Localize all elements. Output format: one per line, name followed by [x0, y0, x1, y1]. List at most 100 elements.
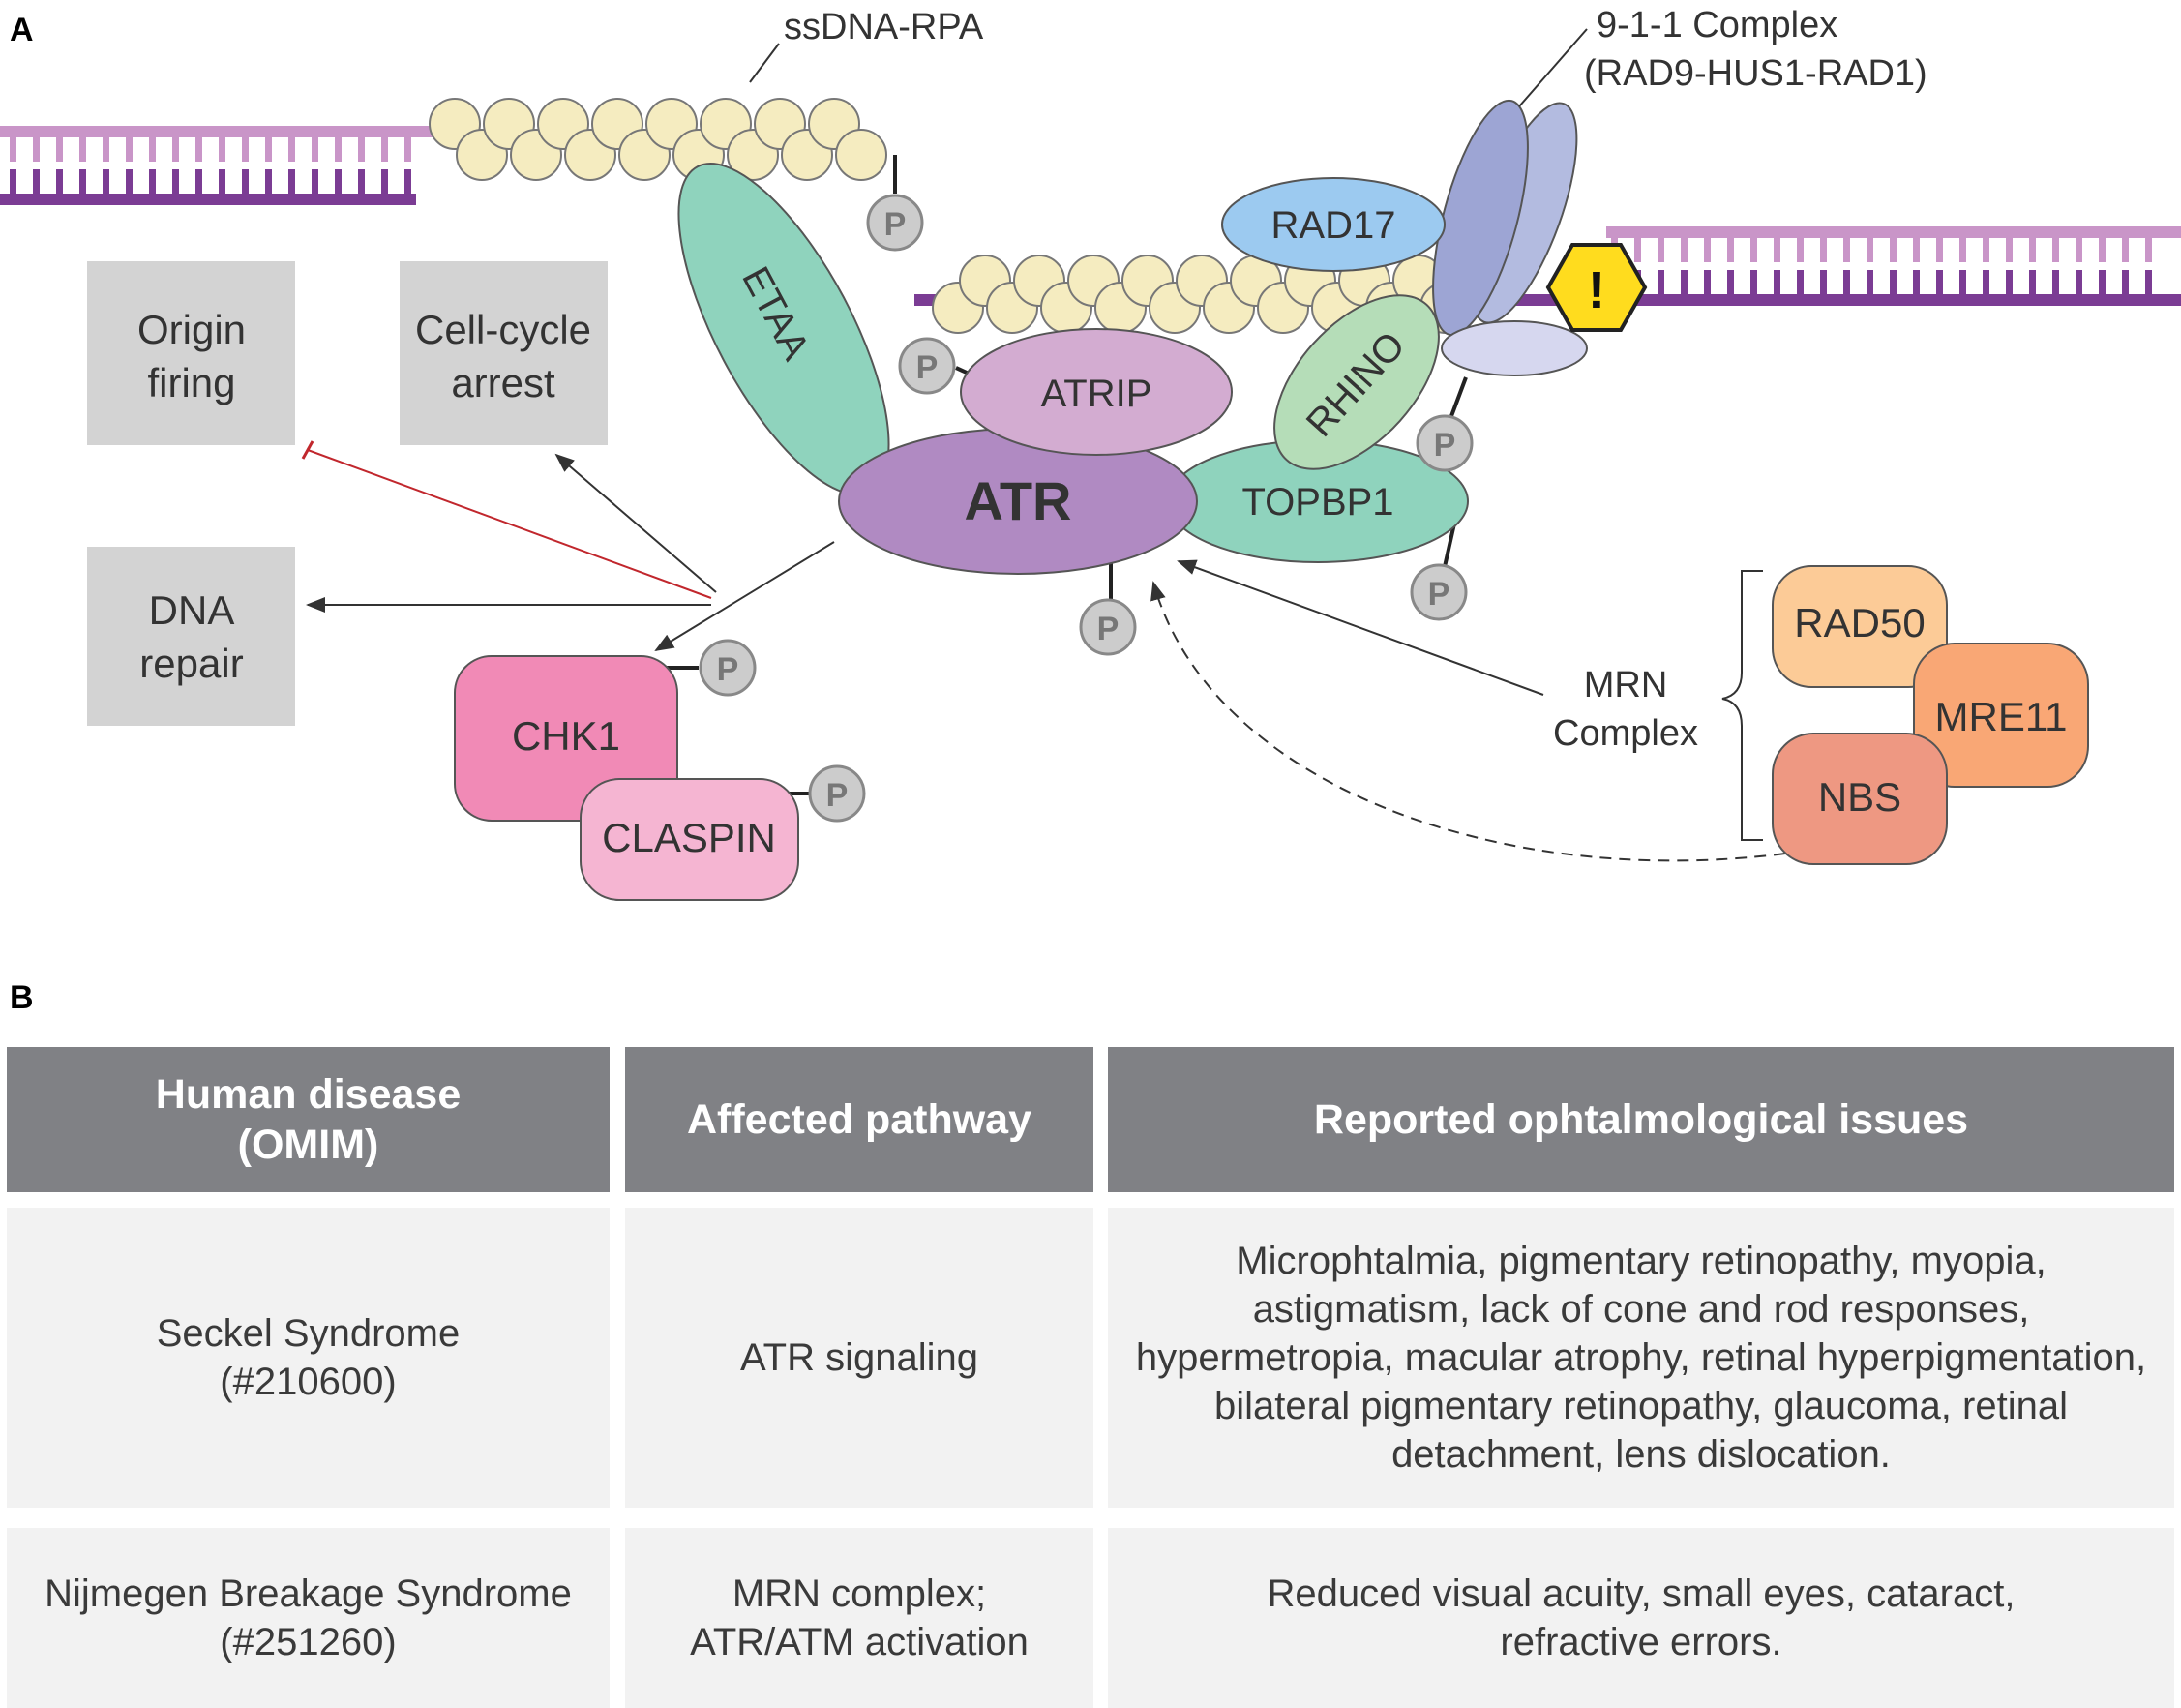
- mrn-label-line1: MRN: [1584, 665, 1668, 705]
- dna-base-pair: [1681, 238, 1688, 262]
- dna-base-pair: [10, 137, 16, 162]
- svg-text:firing: firing: [147, 360, 235, 405]
- svg-text:DNA: DNA: [149, 587, 235, 633]
- svg-text:CLASPIN: CLASPIN: [602, 815, 776, 860]
- arrow-mrn-atr: [1177, 559, 1544, 696]
- ssdna-rpa-label: ssDNA-RPA: [784, 7, 984, 47]
- mrn-brace: [1721, 570, 1763, 841]
- dna-base-pair: [1959, 270, 1966, 294]
- atr-protein: ATR: [838, 428, 1198, 575]
- svg-text:RAD50: RAD50: [1794, 600, 1925, 645]
- phospho-rpa: P: [866, 194, 924, 252]
- dna-base-pair: [312, 137, 318, 162]
- dna-base-pair: [1936, 238, 1943, 262]
- ssdna-rpa-leader: [749, 43, 780, 83]
- svg-text:P: P: [916, 349, 939, 386]
- svg-text:ATR: ATR: [965, 470, 1072, 531]
- dna-base-pair: [195, 137, 202, 162]
- dna-base-pair: [172, 137, 179, 162]
- dna-base-pair: [219, 169, 225, 194]
- dna-base-pair: [33, 137, 40, 162]
- mrn-label-line2: Complex: [1553, 713, 1698, 754]
- svg-text:P: P: [1428, 576, 1450, 613]
- dna-base-pair: [1750, 238, 1757, 262]
- dna-base-pair: [1843, 270, 1850, 294]
- dna-base-pair: [404, 169, 411, 194]
- svg-text:P: P: [884, 206, 907, 243]
- rhino-protein: RHINO: [1273, 294, 1440, 470]
- header-human-disease: Human disease (OMIM): [7, 1047, 610, 1192]
- dna-base-pair: [2006, 238, 2013, 262]
- dna-base-pair: [1727, 270, 1734, 294]
- arrow-cell-cycle: [554, 453, 717, 593]
- dna-left: [0, 126, 435, 205]
- dna-base-pair: [1820, 270, 1827, 294]
- disease-cell: Nijmegen Breakage Syndrome (#251260): [7, 1528, 610, 1708]
- rad50-protein: RAD50: [1772, 565, 1948, 688]
- dna-base-pair: [1658, 238, 1664, 262]
- complex-9-1-1: [1432, 99, 1588, 376]
- dna-base-pair: [149, 137, 156, 162]
- dna-base-pair: [56, 137, 63, 162]
- dna-base-pair: [2029, 238, 2036, 262]
- dna-base-pair: [1797, 270, 1804, 294]
- dna-base-pair: [242, 169, 249, 194]
- dna-base-pair: [1727, 238, 1734, 262]
- complex-911-title: 9-1-1 Complex: [1597, 5, 1837, 45]
- nbs-protein: NBS: [1772, 733, 1948, 865]
- dna-base-pair: [1867, 238, 1873, 262]
- complex-911-leader: [1518, 28, 1588, 107]
- dna-base-pair: [10, 169, 16, 194]
- svg-text:P: P: [1434, 427, 1456, 464]
- panel-b-label: B: [10, 979, 34, 1016]
- phospho-atrip: P: [898, 337, 956, 395]
- table-header-row: Human disease (OMIM) Affected pathway Re…: [7, 1047, 2174, 1192]
- dna-base-pair: [1936, 270, 1943, 294]
- issues-cell: Reduced visual acuity, small eyes, catar…: [1108, 1528, 2174, 1708]
- svg-text:arrest: arrest: [451, 360, 555, 405]
- dna-base-pair: [404, 137, 411, 162]
- dna-base-pair: [33, 169, 40, 194]
- table-row: Seckel Syndrome (#210600) ATR signaling …: [7, 1208, 2174, 1508]
- dna-base-pair: [2122, 238, 2129, 262]
- dna-base-pair: [1704, 238, 1711, 262]
- dna-base-pair: [265, 169, 272, 194]
- phospho-chk1: P: [699, 639, 757, 697]
- svg-text:RAD17: RAD17: [1271, 204, 1396, 247]
- dna-base-pair: [2076, 270, 2082, 294]
- dna-base-pair: [79, 169, 86, 194]
- dna-base-pair: [1913, 238, 1920, 262]
- dna-base-pair: [1704, 270, 1711, 294]
- svg-text:!: !: [1588, 261, 1605, 319]
- dna-base-pair: [2099, 270, 2106, 294]
- dna-base-pair: [1634, 238, 1641, 262]
- header-affected-pathway: Affected pathway: [625, 1047, 1093, 1192]
- complex-911-subtitle: (RAD9-HUS1-RAD1): [1584, 53, 1927, 94]
- atrip-protein: ATRIP: [960, 328, 1233, 456]
- origin-firing-box: Origin firing: [87, 261, 295, 445]
- dna-base-pair: [126, 137, 133, 162]
- table-row: Nijmegen Breakage Syndrome (#251260) MRN…: [7, 1528, 2174, 1708]
- dna-base-pair: [312, 169, 318, 194]
- rad17-protein: RAD17: [1221, 177, 1446, 272]
- dna-base-pair: [2052, 270, 2059, 294]
- pathway-cell: ATR signaling: [625, 1208, 1093, 1508]
- dna-base-pair: [219, 137, 225, 162]
- dna-base-pair: [2076, 238, 2082, 262]
- dna-base-pair: [381, 137, 388, 162]
- dna-base-pair: [242, 137, 249, 162]
- dna-base-pair: [2029, 270, 2036, 294]
- svg-text:NBS: NBS: [1818, 774, 1901, 820]
- dna-base-pair: [149, 169, 156, 194]
- dna-base-pair: [2099, 238, 2106, 262]
- dna-base-pair: [1867, 270, 1873, 294]
- dna-base-pair: [1658, 270, 1664, 294]
- dna-base-pair: [1774, 238, 1780, 262]
- phospho-topbp1: P: [1410, 563, 1468, 621]
- cell-cycle-arrest-box: Cell-cycle arrest: [400, 261, 608, 445]
- inhibit-origin-firing: [307, 449, 712, 599]
- dna-base-pair: [195, 169, 202, 194]
- svg-text:P: P: [717, 651, 739, 688]
- dna-base-pair: [358, 137, 365, 162]
- dna-base-pair: [1774, 270, 1780, 294]
